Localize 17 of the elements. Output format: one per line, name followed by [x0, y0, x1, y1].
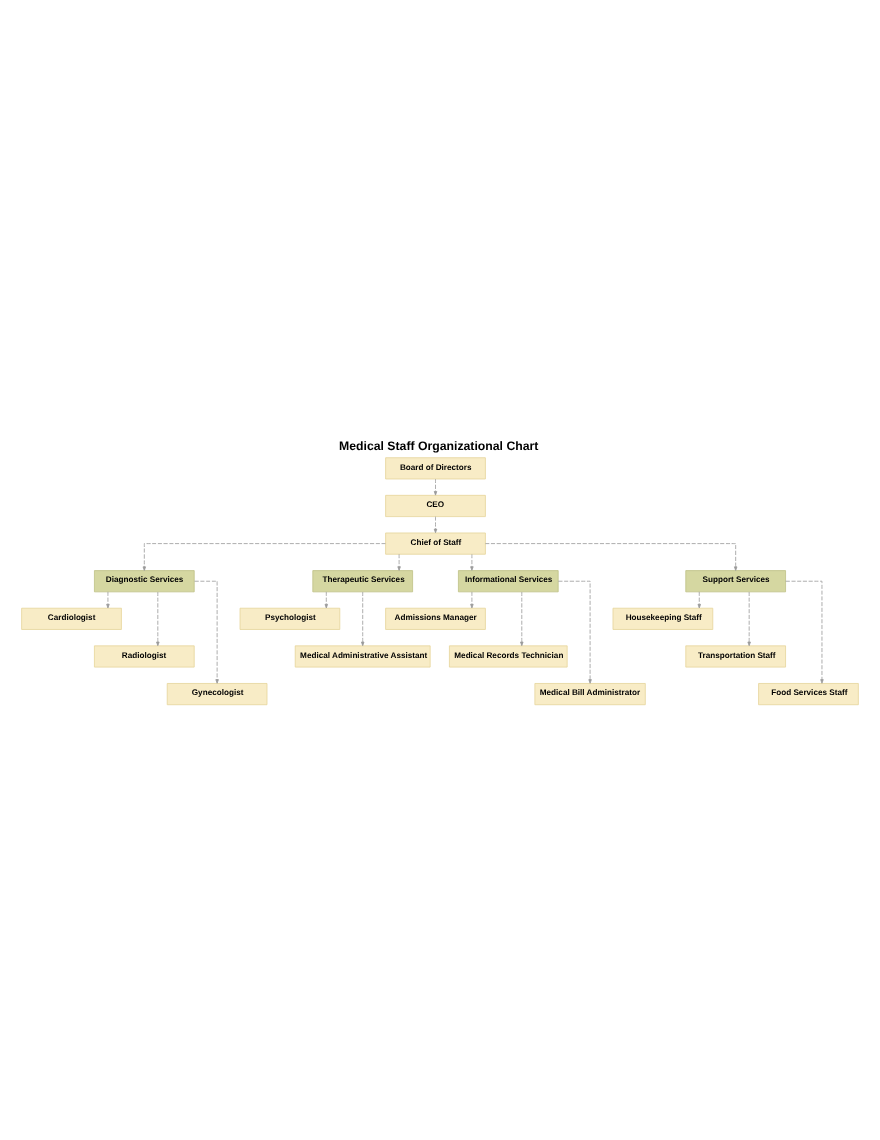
arrow: [785, 579, 824, 683]
arrow: [470, 590, 474, 608]
arrow: [142, 542, 386, 570]
arrow: [485, 542, 738, 570]
arrow: [433, 477, 438, 495]
arrow: [324, 590, 328, 608]
arrow: [397, 552, 401, 570]
arrow: [747, 590, 751, 646]
arrow: [470, 552, 474, 570]
arrow: [156, 590, 160, 646]
arrow: [361, 590, 365, 646]
arrow: [194, 579, 219, 683]
arrow: [106, 590, 110, 608]
arrow: [520, 590, 524, 646]
arrow: [433, 515, 438, 533]
arrow: [697, 590, 701, 608]
arrow: [557, 579, 592, 683]
